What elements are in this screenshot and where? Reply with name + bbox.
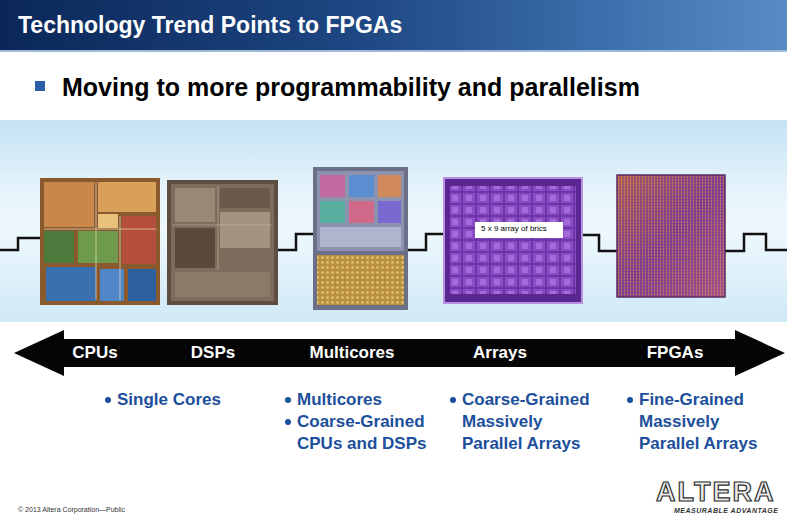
dsp-die <box>220 212 270 248</box>
bullet-item: Coarse-Grained CPUs and DSPs <box>284 411 434 455</box>
cpu-die <box>46 267 96 301</box>
bullet-item: Multicores <box>284 389 434 411</box>
fpga-die <box>617 175 725 297</box>
bullet-dot <box>627 397 633 403</box>
square-wave <box>582 235 617 251</box>
array-die <box>444 178 582 303</box>
fpga-die <box>617 175 725 297</box>
bullet-dot <box>285 419 291 425</box>
dsp-die <box>175 272 270 297</box>
array-die <box>475 222 563 238</box>
fpga-die <box>617 175 725 297</box>
die-caption: 5 x 9 array of brics <box>478 223 550 235</box>
dsp-die <box>171 184 274 301</box>
cpu-die <box>98 214 118 228</box>
dsp-die <box>167 180 278 305</box>
dsp-die <box>167 180 278 305</box>
array-die <box>444 178 582 303</box>
copyright-footer: © 2013 Altera Corporation—Public <box>18 506 125 514</box>
bullet-dot <box>450 397 456 403</box>
array-die <box>444 178 582 303</box>
category-label: Multicores <box>309 330 394 376</box>
cpu-die <box>98 182 156 212</box>
multicore-die <box>317 255 404 305</box>
bullet-item: Coarse-Grained Massively Parallel Arrays <box>449 389 599 455</box>
company-logo: ALTERA <box>656 476 776 508</box>
multicore-die <box>317 171 404 251</box>
multicore-die <box>320 175 345 197</box>
cpu-die <box>122 216 156 264</box>
bullet-dot <box>105 397 111 403</box>
multicore-die <box>313 167 408 310</box>
cpu-die <box>40 178 160 305</box>
heading-bullet-text: Moving to more programmability and paral… <box>62 72 640 102</box>
dsp-die <box>172 186 272 270</box>
heading-bullet <box>35 81 45 91</box>
bullet-item: Fine-Grained Massively Parallel Arrays <box>626 389 776 455</box>
dsp-die <box>220 188 270 208</box>
spectrum-arrow: CPUs DSPs Multicores Arrays FPGAs <box>14 330 785 376</box>
title-bar: Technology Trend Points to FPGAs <box>0 0 787 52</box>
dsp-die <box>175 228 215 268</box>
multicore-die <box>320 227 401 247</box>
bullet-item: Single Cores <box>104 389 254 411</box>
multicore-die <box>378 175 401 197</box>
square-wave <box>408 234 444 250</box>
slide-title: Technology Trend Points to FPGAs <box>18 11 402 39</box>
multicore-die <box>349 175 374 197</box>
cpu-die <box>44 231 74 263</box>
multicore-die <box>320 201 345 223</box>
category-label: DSPs <box>191 330 235 376</box>
dsp-die <box>175 188 215 222</box>
cpu-die <box>40 178 160 305</box>
array-die <box>450 186 576 294</box>
fpga-die <box>617 175 725 297</box>
arrow-shape <box>14 330 785 376</box>
cpu-die <box>44 182 94 227</box>
bullet-dot <box>285 397 291 403</box>
logo-tagline: MEASURABLE ADVANTAGE <box>674 507 778 515</box>
cpu-die <box>78 231 118 263</box>
category-label: FPGAs <box>647 330 704 376</box>
square-wave <box>0 238 40 250</box>
heading-bullet <box>35 81 45 91</box>
category-label: Arrays <box>473 330 527 376</box>
square-wave <box>725 234 787 251</box>
multicore-die <box>378 201 401 223</box>
multicore-die <box>313 167 408 310</box>
multicore-die <box>349 201 374 223</box>
square-wave <box>278 234 313 250</box>
cpu-die <box>128 269 156 301</box>
cpu-die <box>44 182 156 300</box>
category-label: CPUs <box>72 330 117 376</box>
